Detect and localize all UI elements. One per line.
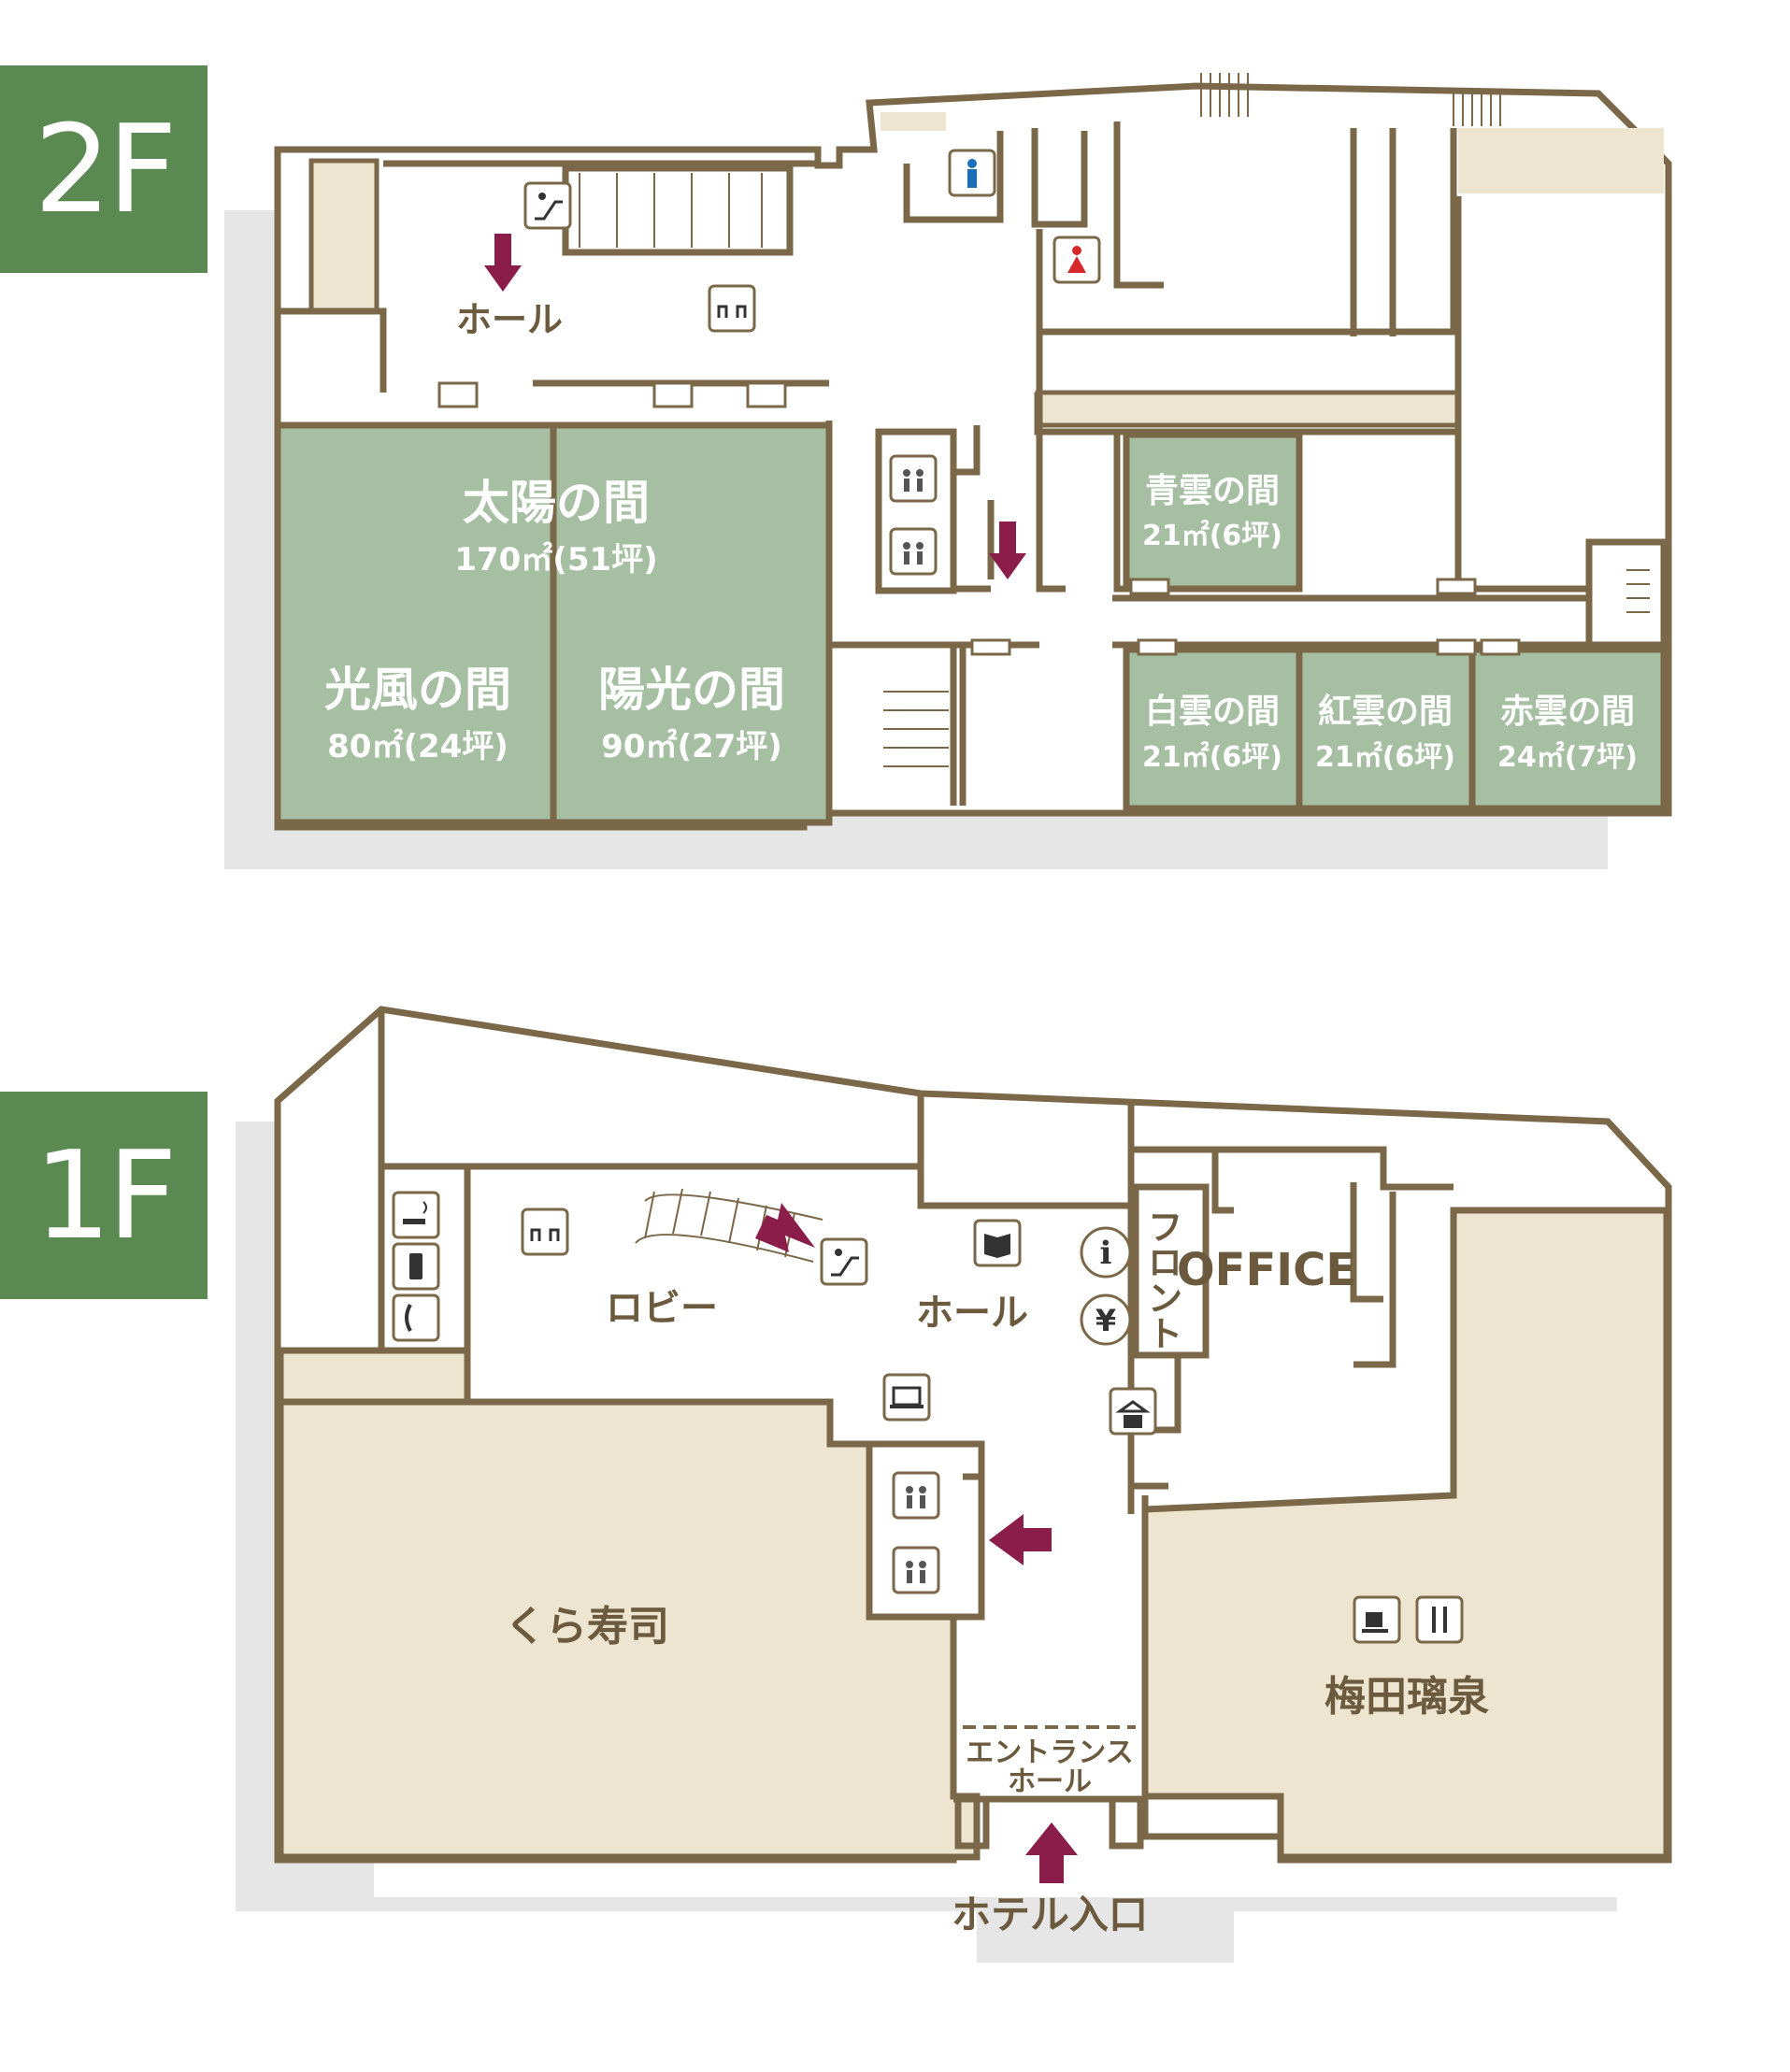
smoking-icon — [392, 1191, 440, 1239]
room-seiun — [1123, 431, 1303, 593]
arrow-left-icon — [989, 1514, 1052, 1565]
cloakroom-icon — [1109, 1387, 1157, 1436]
room-yoko-area: 90㎡(27坪) — [601, 728, 782, 765]
arrow-left-icon — [755, 1203, 815, 1252]
room-hakuun — [1123, 646, 1303, 812]
room-kofu-area: 80㎡(24坪) — [327, 728, 508, 765]
room-sekiun — [1468, 646, 1668, 812]
laptop-icon — [882, 1373, 931, 1422]
tenant-rizumi-label: 梅田璃泉 — [1325, 1673, 1489, 1721]
info-icon: i — [1080, 1226, 1132, 1279]
escalator-icon — [820, 1237, 868, 1286]
sofa-icon — [521, 1207, 569, 1256]
hotel-entrance-label: ホテル入口 — [952, 1892, 1148, 1937]
elevator-icon — [889, 527, 938, 576]
floor-2f: ホール 太陽の間 170㎡(51坪) 光風の間 80㎡(24坪) 陽光の間 90… — [224, 73, 1672, 869]
arrow-up-icon — [1025, 1822, 1078, 1883]
elevator-icon — [889, 454, 938, 503]
entrance-hall-label-2: ホール — [1008, 1765, 1092, 1798]
floor-badge-2f: 2F — [0, 65, 208, 273]
office-label: OFFICE — [1177, 1244, 1356, 1296]
room-taiyo-name: 太陽の間 — [463, 476, 650, 530]
room-sekiun-name: 赤雲の間 — [1500, 693, 1635, 731]
svg-text:¥: ¥ — [1095, 1303, 1116, 1338]
hall-label: ホール — [916, 1292, 1028, 1335]
tenant-kura-label: くら寿司 — [505, 1603, 669, 1650]
escalator-icon — [523, 181, 572, 230]
mobile-phone-icon — [392, 1242, 440, 1291]
entrance-hall-label-1: エントランス — [966, 1736, 1133, 1769]
floor-badge-1f: 1F — [0, 1092, 208, 1299]
room-koun-area: 21㎡(6坪) — [1315, 741, 1455, 774]
telephone-icon — [392, 1293, 440, 1342]
sofa-icon — [708, 284, 756, 333]
lobby-label: ロビー — [606, 1287, 718, 1330]
toilet-male-icon — [948, 149, 996, 197]
yen-icon: ¥ — [1080, 1293, 1132, 1346]
hall-label: ホール — [456, 299, 563, 340]
book-icon — [973, 1219, 1022, 1267]
coffee-icon — [1353, 1595, 1401, 1644]
front-desk-label: フロント — [1141, 1208, 1182, 1350]
toilet-female-icon — [1053, 236, 1101, 284]
room-seiun-name: 青雲の間 — [1145, 472, 1280, 510]
restaurant-icon — [1415, 1595, 1464, 1644]
room-taiyo-area: 170㎡(51坪) — [454, 541, 657, 579]
room-sekiun-area: 24㎡(7坪) — [1497, 741, 1638, 774]
room-hakuun-name: 白雲の間 — [1145, 693, 1280, 731]
room-yoko-name: 陽光の間 — [598, 663, 785, 717]
elevator-icon — [892, 1471, 940, 1520]
elevator-icon — [892, 1546, 940, 1594]
room-seiun-area: 21㎡(6坪) — [1142, 520, 1282, 552]
room-koun-name: 紅雲の間 — [1318, 693, 1453, 731]
room-hakuun-area: 21㎡(6坪) — [1142, 741, 1282, 774]
svg-text:i: i — [1100, 1235, 1112, 1272]
room-kofu-name: 光風の間 — [324, 663, 511, 717]
floor-1f: i ¥ ロビー ホール フロント OFFICE くら寿司 梅田璃泉 エントランス… — [236, 1006, 1672, 1963]
